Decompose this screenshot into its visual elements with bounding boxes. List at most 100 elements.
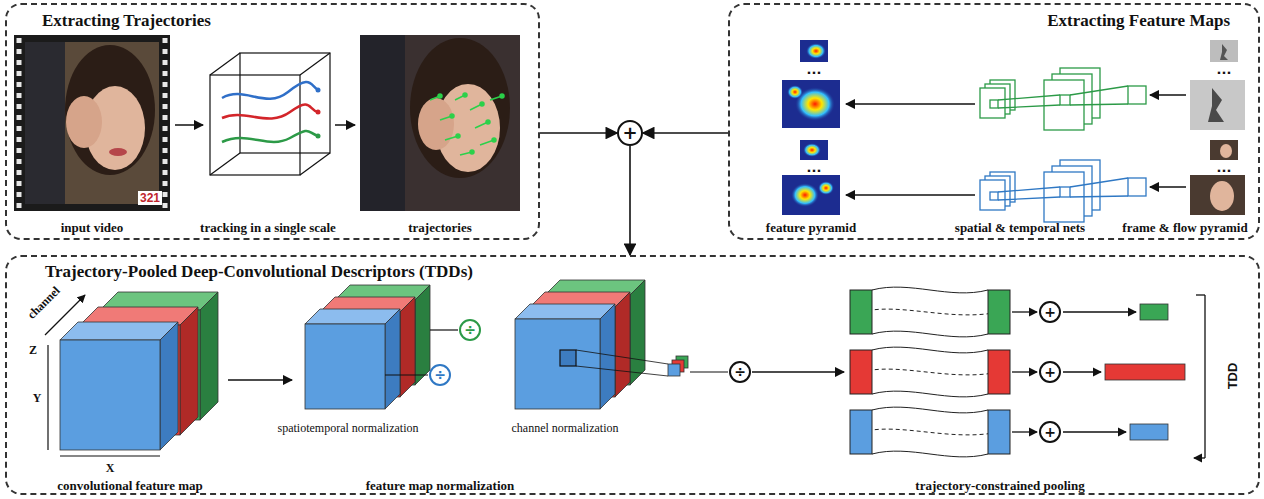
feature-pyramid — [791, 183, 819, 207]
operator-symbol: + — [1039, 301, 1061, 323]
trajectory-tube — [988, 410, 1010, 454]
trajectory-tube — [872, 451, 988, 457]
normalized-map — [615, 292, 630, 397]
operator-symbol: + — [1039, 421, 1061, 443]
frame-flow-pyramid — [1190, 80, 1245, 130]
normalized-map — [600, 304, 615, 409]
stage-caption: tracking in a single scale — [200, 220, 336, 236]
normalized-map — [415, 285, 430, 385]
tdd-bracket — [1204, 295, 1205, 458]
tracking-cube — [222, 131, 318, 142]
trajectories-frame — [360, 35, 520, 211]
normalized-map — [305, 285, 430, 409]
figure-label: ... — [1217, 63, 1232, 76]
tracking-cube — [316, 110, 321, 115]
trajectories-frame — [486, 120, 490, 124]
stage-caption: trajectory-constrained pooling — [915, 478, 1084, 494]
axis — [45, 295, 160, 456]
trajectory-tube — [988, 350, 1010, 394]
figure-label: spatiotemporal normalization — [278, 421, 419, 436]
arrow — [1012, 371, 1037, 372]
normalized-map — [515, 280, 645, 409]
arrow — [846, 95, 1186, 195]
spatial-net — [1060, 95, 1070, 105]
flow-arrow — [643, 132, 728, 134]
frame-flow-pyramid — [1210, 140, 1238, 160]
trajectories-frame — [480, 102, 484, 106]
panel-title: Extracting Feature Maps — [1047, 11, 1230, 31]
tracking-cube — [210, 75, 300, 175]
arrow — [335, 124, 355, 126]
figure-label: ... — [807, 63, 822, 76]
trajectories-frame — [418, 98, 454, 150]
tracking-cube — [316, 134, 321, 139]
figure-label: Y — [33, 391, 42, 406]
spatial-net — [1070, 104, 1128, 105]
arrow — [1012, 431, 1037, 432]
arrow — [1063, 311, 1136, 312]
tracking-cube — [316, 88, 321, 93]
conv-feature-map — [60, 322, 178, 340]
spatial-net — [998, 105, 1060, 108]
figure-label: channel normalization — [512, 421, 619, 436]
figure-label: TDD — [1225, 363, 1240, 390]
trajectories-frame — [450, 114, 454, 118]
input-video-frame — [14, 35, 170, 211]
stage-panel: Extracting Trajectories — [5, 3, 540, 240]
spatial-net — [1070, 86, 1128, 95]
trajectories-frame — [360, 35, 405, 211]
arrow — [846, 103, 975, 105]
input-video-frame — [109, 148, 127, 156]
trajectory-tube — [872, 347, 988, 353]
input-video-frame — [17, 38, 22, 208]
input-video-frame — [14, 35, 170, 211]
input-video-frame — [163, 38, 168, 208]
trajectory-tube — [861, 429, 999, 435]
stage-caption: feature pyramid — [766, 220, 856, 236]
channel-cube — [576, 350, 728, 376]
conv-feature-map — [160, 322, 178, 450]
trajectories-frame — [430, 93, 504, 155]
frame-flow-pyramid — [1190, 40, 1245, 215]
feature-pyramid — [782, 80, 840, 128]
operator-symbol: ÷ — [729, 361, 751, 383]
arrow — [228, 379, 292, 381]
feature-pyramid — [803, 143, 821, 157]
input-video-frame — [25, 42, 65, 204]
figure-label: channel — [25, 284, 64, 323]
spatial-net — [990, 100, 998, 108]
feature-pyramid — [806, 43, 826, 59]
frame-flow-pyramid — [1208, 88, 1224, 122]
feature-pyramid — [782, 40, 840, 215]
operator-symbol: ÷ — [459, 319, 481, 341]
stage-caption: convolutional feature map — [57, 478, 203, 494]
arrow — [752, 371, 844, 373]
descriptor-bar — [1130, 424, 1168, 440]
temporal-net — [1128, 178, 1146, 196]
trajectories-frame — [438, 94, 442, 98]
normalized-map — [305, 309, 400, 324]
normalized-map — [560, 350, 576, 366]
tdd-bracket — [1196, 294, 1205, 295]
axis — [60, 455, 160, 456]
trajectories-frame — [456, 134, 460, 138]
descriptor-bar — [1105, 364, 1185, 380]
stage-caption: feature map normalization — [366, 478, 515, 494]
operator-symbol: + — [1039, 361, 1061, 383]
figure-label: X — [106, 461, 115, 476]
operator-symbol: ÷ — [429, 364, 451, 386]
tracking-cube — [240, 53, 330, 153]
frame-flow-pyramid — [1210, 181, 1234, 211]
leader-line — [385, 374, 428, 375]
temporal-net — [1060, 187, 1070, 197]
arrow — [1063, 431, 1126, 432]
trajectory-tube — [861, 369, 999, 375]
axis — [47, 345, 48, 450]
temporal-net — [1070, 178, 1128, 187]
trajectory-tube — [850, 350, 872, 394]
temporal-net — [980, 180, 1005, 210]
channel-cube — [668, 364, 680, 376]
descriptor-bar — [1140, 304, 1168, 320]
figure-label: ... — [807, 161, 822, 174]
